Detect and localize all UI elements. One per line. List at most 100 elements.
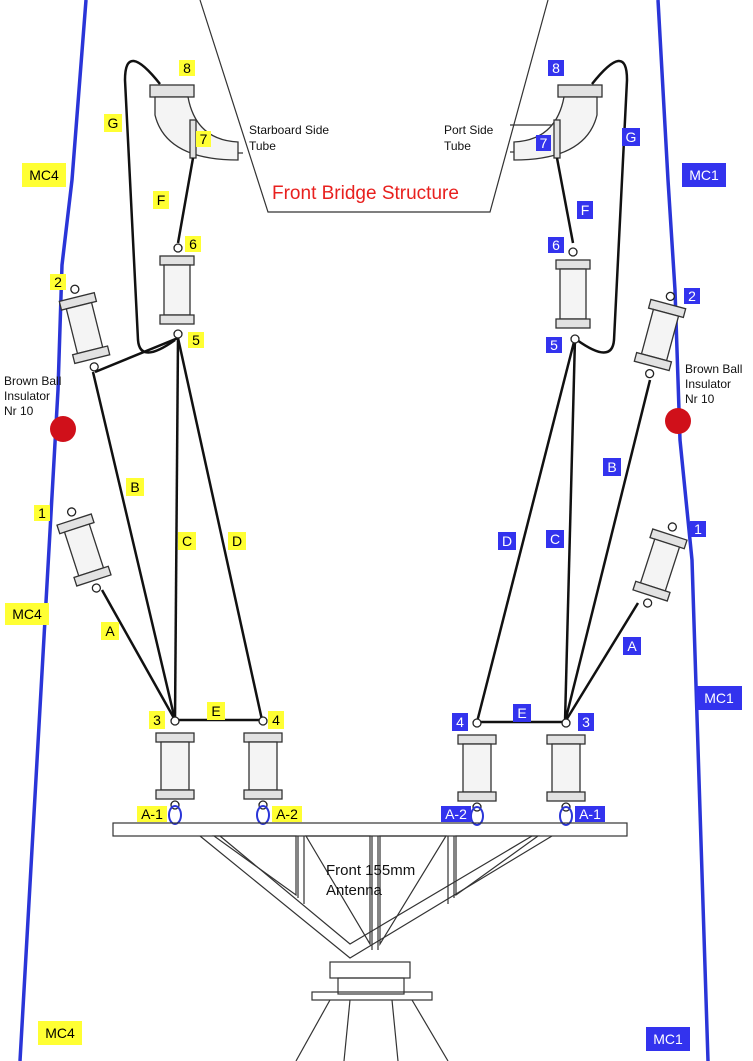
starboard-tube-line-1: Starboard Side xyxy=(249,123,329,137)
right-label-6: 6 xyxy=(548,237,564,253)
right-mast-wire xyxy=(656,0,710,1061)
right-label-mc1-bottom: MC1 xyxy=(646,1027,690,1051)
left-label-b: B xyxy=(126,478,144,496)
right-label-5: 5 xyxy=(546,337,562,353)
left-insulator-2 xyxy=(58,284,111,372)
left-label-g: G xyxy=(104,114,122,132)
svg-text:8: 8 xyxy=(552,60,560,76)
svg-text:6: 6 xyxy=(189,236,197,252)
port-tube-line-1: Port Side xyxy=(444,123,494,137)
svg-text:A-2: A-2 xyxy=(276,806,298,822)
left-insulator-6-5 xyxy=(159,243,195,339)
svg-text:2: 2 xyxy=(54,274,62,290)
left-label-d: D xyxy=(228,532,246,550)
left-label-6: 6 xyxy=(185,236,201,252)
left-note-line-2: Insulator xyxy=(4,389,50,403)
left-label-e: E xyxy=(207,702,225,720)
right-label-a2: A-2 xyxy=(441,806,471,822)
right-bottom-insulator-3 xyxy=(546,718,586,826)
port-elbow-tube xyxy=(513,84,603,161)
right-note-line-3: Nr 10 xyxy=(685,392,715,406)
svg-text:5: 5 xyxy=(192,332,200,348)
svg-text:8: 8 xyxy=(183,60,191,76)
left-label-c: C xyxy=(178,532,196,550)
left-label-8: 8 xyxy=(179,60,195,76)
right-brown-ball-insulator xyxy=(665,408,691,434)
right-label-a1: A-1 xyxy=(575,806,605,822)
svg-text:C: C xyxy=(182,533,192,549)
svg-text:MC4: MC4 xyxy=(45,1025,75,1041)
svg-text:6: 6 xyxy=(552,237,560,253)
svg-text:MC1: MC1 xyxy=(689,167,719,183)
right-insulator-note: Brown Ball Insulator Nr 10 xyxy=(685,362,746,406)
starboard-tube-label: Starboard Side Tube xyxy=(249,123,332,153)
right-label-mc1-mid: MC1 xyxy=(696,686,742,710)
right-label-e: E xyxy=(513,704,531,722)
antenna-label: Front 155mm Antenna xyxy=(326,862,419,899)
svg-text:3: 3 xyxy=(582,714,590,730)
right-wires xyxy=(475,59,652,724)
svg-text:7: 7 xyxy=(200,131,208,147)
bridge-structure xyxy=(195,0,556,213)
svg-text:A-2: A-2 xyxy=(445,806,467,822)
svg-text:B: B xyxy=(607,459,616,475)
right-label-b: B xyxy=(603,458,621,476)
left-label-a: A xyxy=(101,622,119,640)
left-label-mc4-top: MC4 xyxy=(22,163,66,187)
svg-text:7: 7 xyxy=(540,135,548,151)
left-bottom-insulator-4 xyxy=(243,716,283,825)
left-insulator-note: Brown Ball Insulator Nr 10 xyxy=(4,374,65,418)
svg-text:2: 2 xyxy=(688,288,696,304)
left-brown-ball-insulator xyxy=(50,416,76,442)
svg-text:A-1: A-1 xyxy=(579,806,601,822)
left-note-line-3: Nr 10 xyxy=(4,404,34,418)
left-label-2: 2 xyxy=(50,274,66,290)
port-tube-line-2: Tube xyxy=(444,139,471,153)
left-insulator-1 xyxy=(56,507,112,593)
right-label-2: 2 xyxy=(684,288,700,304)
antenna-label-line-2: Antenna xyxy=(326,882,383,899)
svg-text:C: C xyxy=(550,531,560,547)
svg-text:3: 3 xyxy=(153,712,161,728)
right-label-g: G xyxy=(622,128,640,146)
left-label-mc4-mid: MC4 xyxy=(5,603,49,625)
starboard-tube-line-2: Tube xyxy=(249,139,276,153)
svg-text:F: F xyxy=(581,202,590,218)
svg-text:E: E xyxy=(211,703,220,719)
left-bottom-insulator-3 xyxy=(155,716,195,825)
right-note-line-2: Insulator xyxy=(685,377,731,391)
svg-text:5: 5 xyxy=(550,337,558,353)
svg-text:D: D xyxy=(232,533,242,549)
right-label-f: F xyxy=(577,201,593,219)
left-label-3: 3 xyxy=(149,711,165,729)
right-label-4: 4 xyxy=(452,713,468,731)
right-label-1: 1 xyxy=(690,521,706,537)
right-label-7: 7 xyxy=(536,135,551,151)
svg-text:A: A xyxy=(105,623,115,639)
port-tube-label: Port Side Tube xyxy=(444,123,497,153)
right-label-d: D xyxy=(498,532,516,550)
right-insulator-2 xyxy=(633,291,687,379)
right-note-line-1: Brown Ball xyxy=(685,362,742,376)
svg-text:MC1: MC1 xyxy=(704,690,734,706)
svg-text:D: D xyxy=(502,533,512,549)
right-label-3: 3 xyxy=(578,713,594,731)
left-label-7: 7 xyxy=(196,131,211,147)
left-label-4: 4 xyxy=(268,711,284,729)
svg-text:MC1: MC1 xyxy=(653,1031,683,1047)
left-label-1: 1 xyxy=(34,505,50,521)
left-label-a2: A-2 xyxy=(272,806,302,822)
svg-text:A-1: A-1 xyxy=(141,806,163,822)
left-label-a1: A-1 xyxy=(137,806,167,822)
structure-title: Front Bridge Structure xyxy=(272,183,459,204)
right-label-8: 8 xyxy=(548,60,564,76)
svg-text:4: 4 xyxy=(456,714,464,730)
right-insulator-1 xyxy=(632,522,688,608)
svg-text:B: B xyxy=(130,479,139,495)
svg-text:MC4: MC4 xyxy=(29,167,59,183)
svg-text:1: 1 xyxy=(694,521,702,537)
antenna-label-line-1: Front 155mm xyxy=(326,862,415,879)
starboard-elbow-tube xyxy=(149,84,239,161)
right-insulator-6-5 xyxy=(555,247,591,344)
